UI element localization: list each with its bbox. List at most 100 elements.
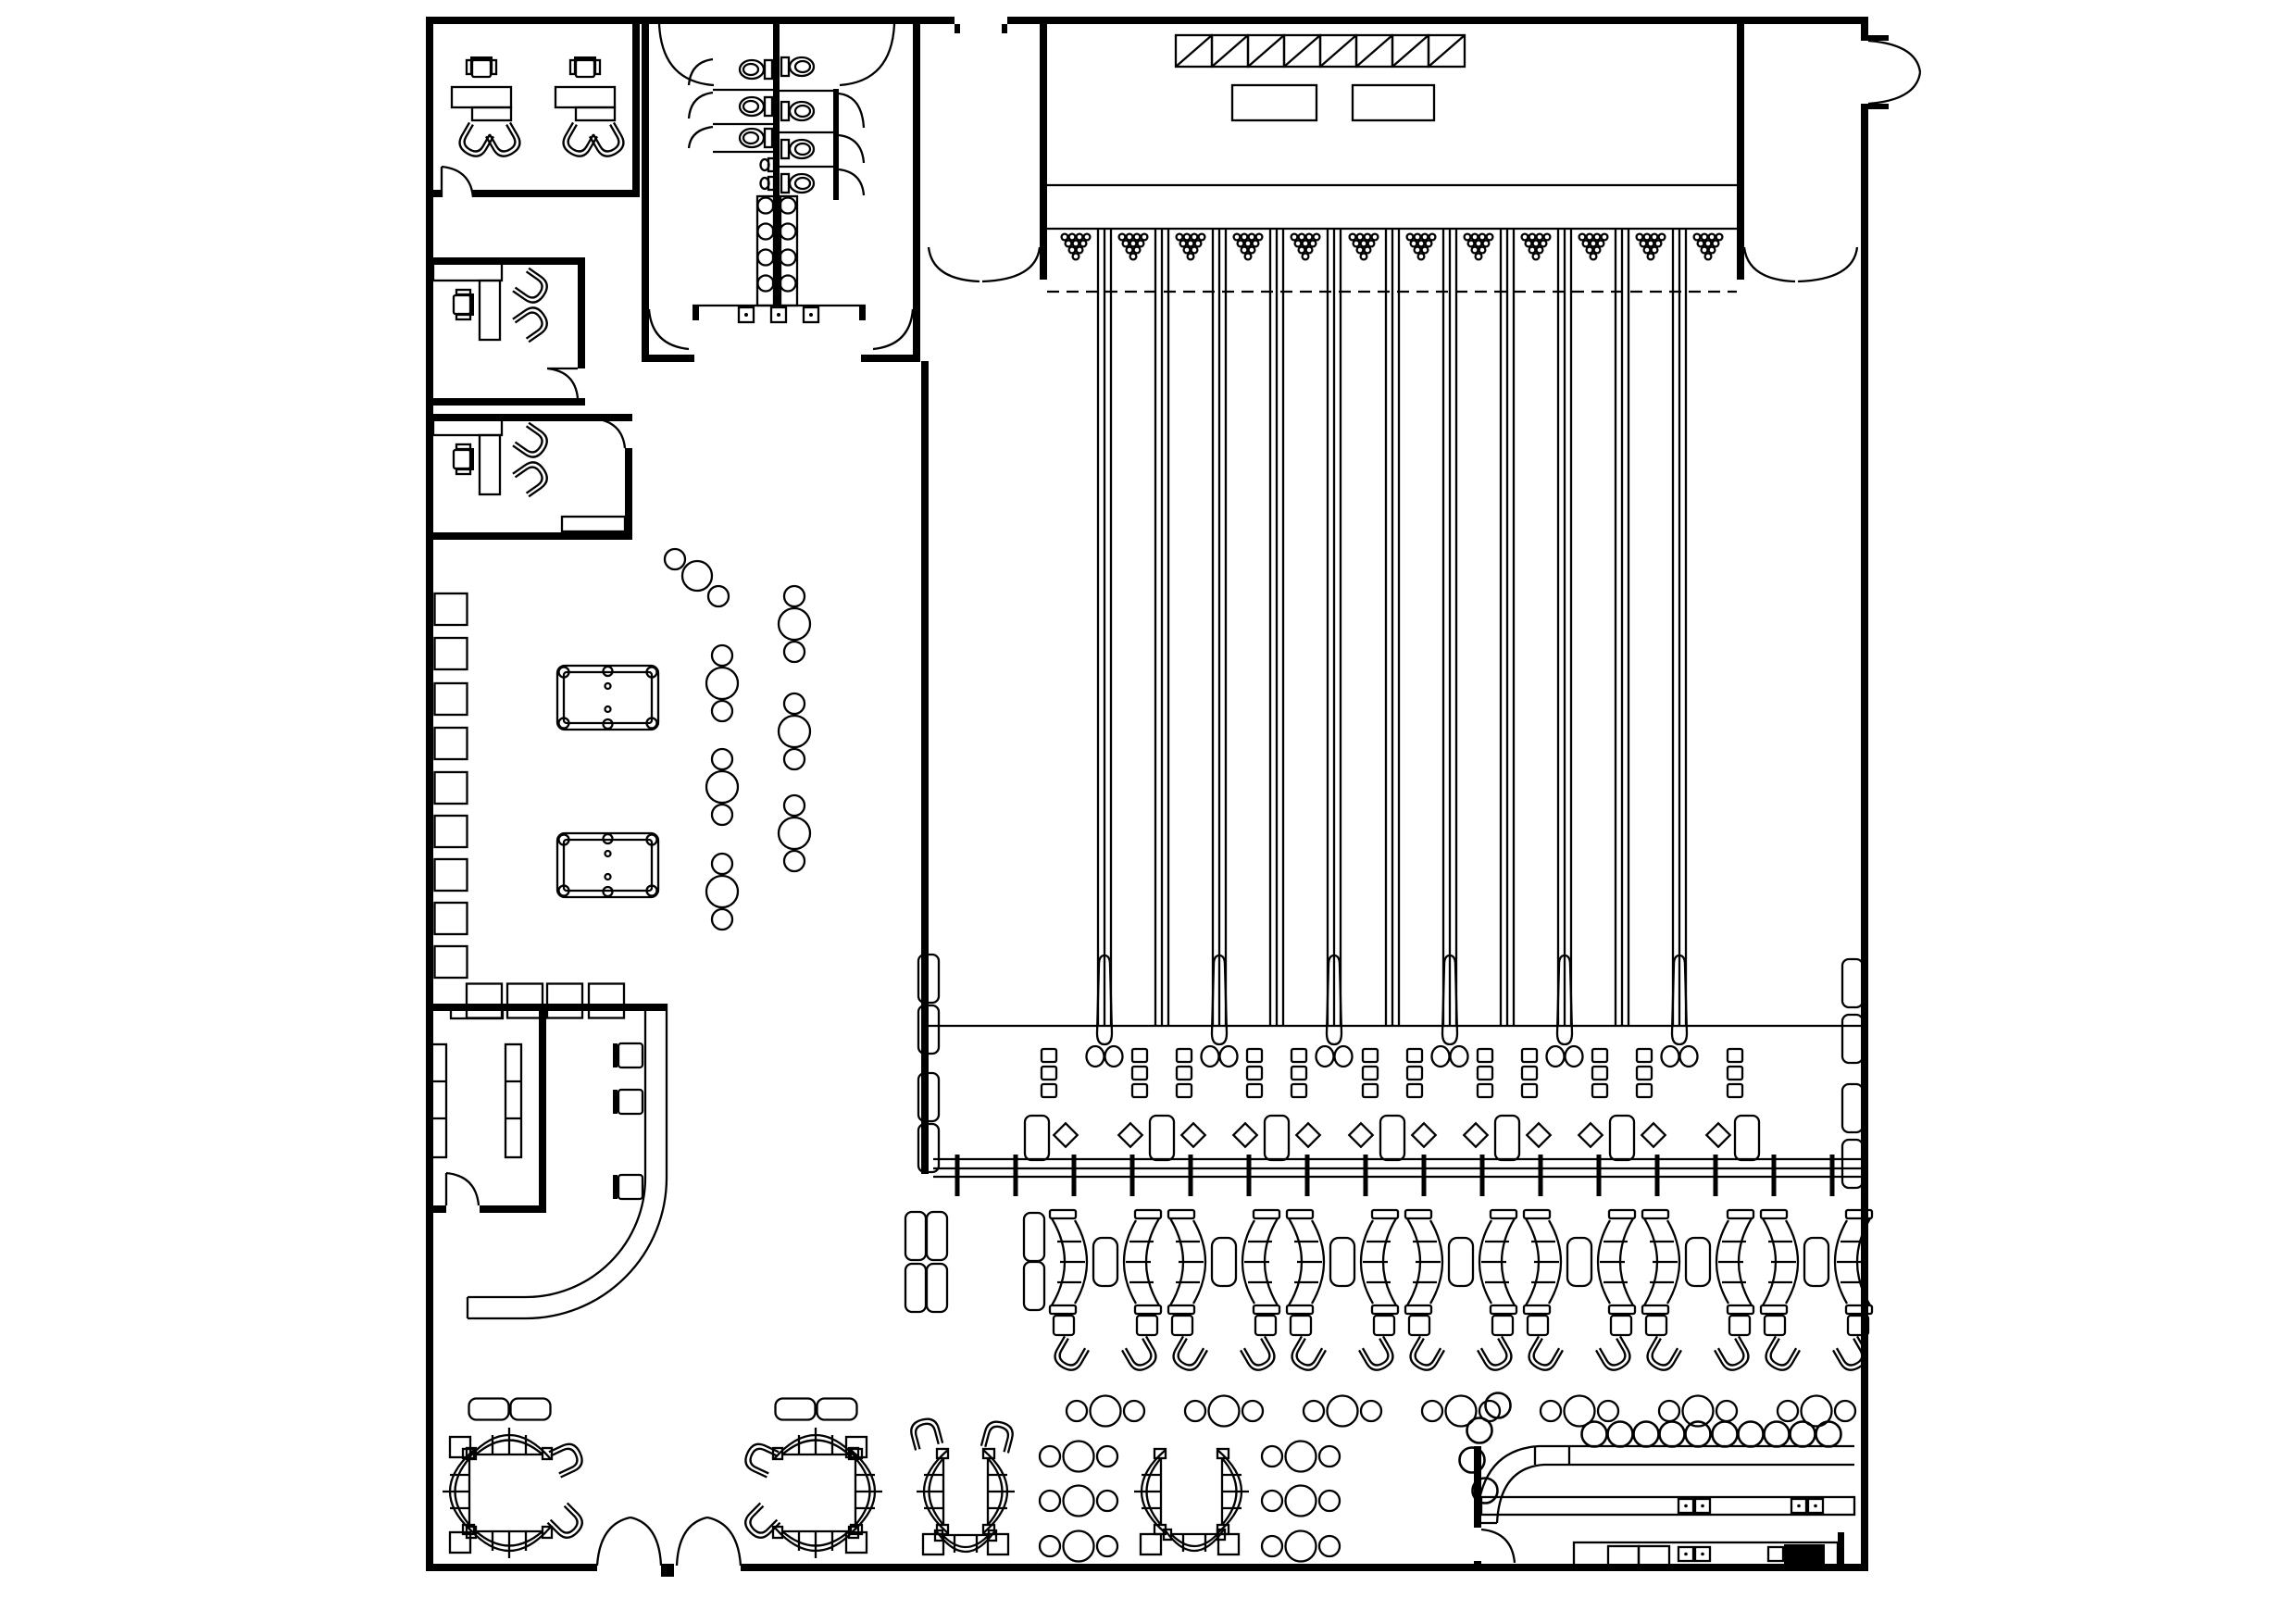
wall-seat — [433, 726, 468, 761]
pinsetter-equipment — [1230, 83, 1318, 122]
round-table-set — [663, 547, 730, 608]
shoe-counter — [643, 1004, 668, 1178]
service-room-wall — [426, 1205, 446, 1213]
pin-deck — [1060, 232, 1092, 261]
booth-seating-unit — [1642, 1210, 1753, 1374]
billiard-table — [555, 831, 660, 899]
exterior-wall-top — [426, 17, 955, 24]
counter-chair — [611, 1042, 644, 1069]
pin-deck — [1635, 232, 1666, 261]
score-console — [1706, 1049, 1759, 1160]
pin-deck — [1175, 232, 1206, 261]
pin-deck — [1290, 232, 1321, 261]
bench — [925, 1210, 949, 1262]
lane-divider — [1384, 228, 1401, 1028]
toilet — [738, 58, 774, 81]
column — [802, 306, 820, 324]
round-table-set — [1776, 1394, 1857, 1428]
restroom-right-door — [839, 23, 896, 87]
lane-divider — [1499, 228, 1516, 1028]
bar-area — [1475, 1444, 1856, 1568]
stall-walls-right — [780, 89, 833, 169]
lane-divider — [1268, 228, 1285, 1028]
office1-door — [440, 165, 475, 198]
office-wall — [426, 398, 585, 406]
lane-divider — [1326, 228, 1342, 1028]
exterior-wall-bottom — [741, 1564, 1868, 1571]
round-table-set — [1038, 1529, 1119, 1563]
bar-counter-divider — [1477, 1446, 1571, 1525]
bench — [904, 1210, 928, 1262]
machine-room-wall — [1040, 17, 1047, 280]
office-desk — [452, 56, 524, 160]
shoe-counter-curve — [468, 1177, 668, 1320]
office-desk — [433, 262, 552, 342]
booth-seating-unit — [1168, 1210, 1279, 1374]
toilet — [780, 100, 816, 122]
bar-stool — [1580, 1420, 1608, 1448]
round-table-set — [1260, 1440, 1341, 1473]
toilet — [738, 95, 774, 118]
column — [769, 306, 788, 324]
bar-wall — [1474, 1561, 1481, 1571]
back-bar-counter — [1479, 1495, 1856, 1517]
floor-table — [545, 982, 584, 1019]
sofa — [774, 1397, 817, 1421]
office-wall — [578, 257, 585, 368]
sink-counter-right — [779, 194, 799, 307]
wall-seat — [433, 944, 468, 980]
side-table — [1217, 1532, 1241, 1556]
walls — [426, 17, 1889, 1577]
bar-service-equipment — [1606, 1544, 1825, 1568]
back-bar-equipment — [1677, 1497, 1825, 1515]
office-wall — [426, 414, 632, 421]
exterior-wall-left — [426, 17, 433, 1571]
bar-stool — [1737, 1420, 1765, 1448]
pinsetter-hatch — [1354, 33, 1394, 69]
round-table-set — [777, 584, 812, 664]
stall-doors-right — [838, 92, 866, 196]
wall-seat — [433, 770, 468, 805]
lounge-chair — [547, 1439, 587, 1479]
column — [737, 306, 755, 324]
round-table-set — [1260, 1529, 1341, 1563]
bar-stool — [1632, 1420, 1660, 1448]
bar-equipment-dark — [1784, 1544, 1825, 1567]
pin-deck — [1692, 232, 1724, 261]
sofa — [468, 1397, 510, 1421]
restroom-wall — [642, 355, 694, 362]
rail-post — [1188, 1155, 1193, 1196]
bar-counter-outer — [1475, 1444, 1854, 1524]
round-table-set — [777, 692, 812, 771]
service-room-wall — [480, 1205, 546, 1213]
machine-room-wall — [1737, 17, 1744, 280]
exit-door-top-right — [1867, 39, 1922, 106]
exit-door-jamb — [1868, 35, 1889, 41]
bar-stool — [1815, 1420, 1842, 1448]
bar-stool — [1658, 1420, 1686, 1448]
entrance-post — [661, 1564, 674, 1577]
wall-seat — [433, 592, 468, 627]
score-console — [1464, 1049, 1550, 1160]
lane-divider — [1154, 228, 1170, 1028]
bench — [1841, 1138, 1865, 1190]
office-wall — [426, 190, 442, 197]
bar-stool — [1711, 1420, 1739, 1448]
rail-post — [1654, 1155, 1660, 1196]
score-console — [1118, 1049, 1204, 1160]
curved-bench — [981, 1447, 1017, 1536]
bench — [1841, 1013, 1865, 1065]
round-table-set — [705, 747, 740, 827]
lane-divider — [1614, 228, 1630, 1028]
rail-post — [1421, 1155, 1427, 1196]
restroom-wall — [859, 306, 866, 320]
pinsetter-hatch — [1318, 33, 1358, 69]
stall-walls-left — [713, 88, 773, 154]
stall-doors-left — [687, 57, 714, 149]
toilet — [738, 127, 774, 149]
score-console — [1025, 1049, 1078, 1160]
office-wall — [625, 414, 632, 421]
lane-divider — [1556, 228, 1573, 1028]
wall-seat — [433, 636, 468, 671]
